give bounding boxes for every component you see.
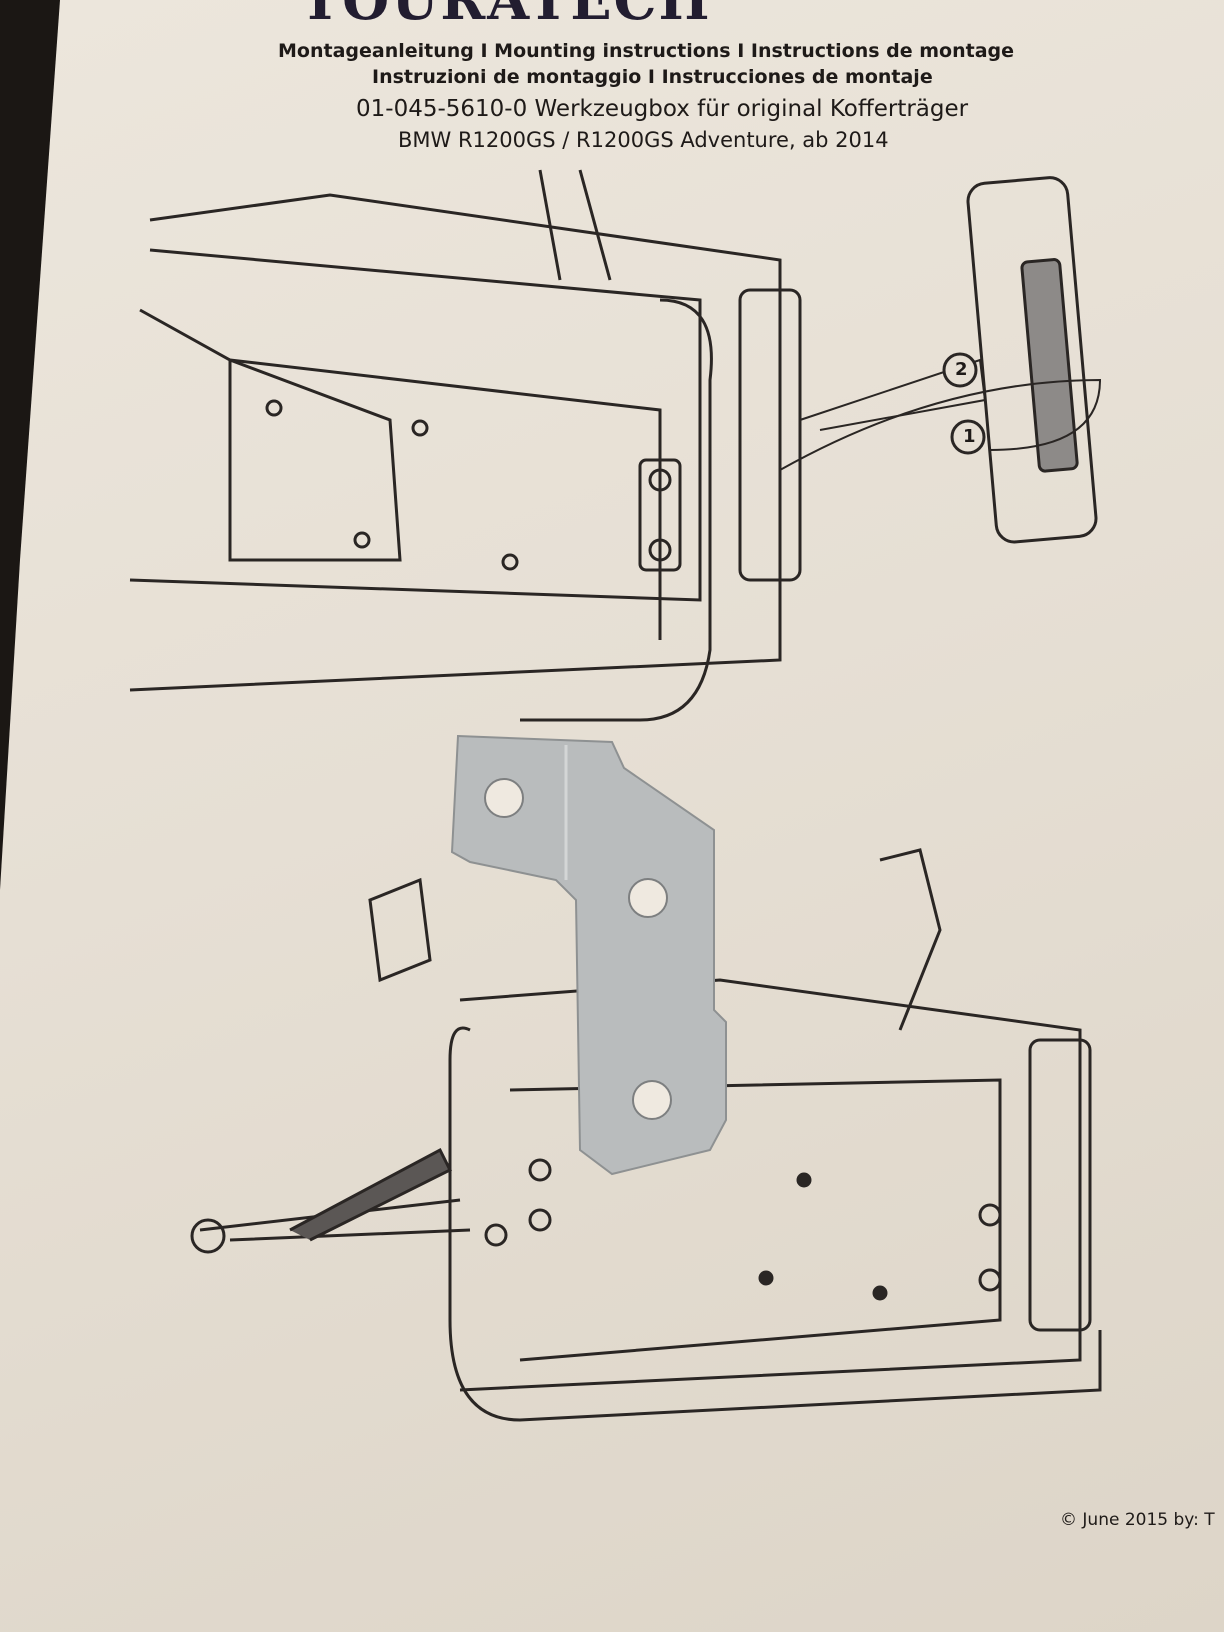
toolbox-lid [779, 176, 1102, 544]
callout-2-circle [942, 352, 978, 388]
product-line-1: 01-045-5610-0 Werkzeugbox für original K… [356, 96, 969, 122]
heading-line-1: Montageanleitung I Mounting instructions… [278, 40, 1015, 62]
product-line-2: BMW R1200GS / R1200GS Adventure, ab 2014 [398, 128, 889, 152]
top-diagram-rack [129, 169, 802, 722]
heading-line-2: Instruzioni de montaggio I Instrucciones… [372, 66, 933, 88]
bracket-hole [484, 778, 524, 818]
bracket-hole [632, 1080, 672, 1120]
copyright-footer: © June 2015 by: T [1060, 1510, 1215, 1530]
callout-1-label: 1 [963, 426, 976, 447]
touratech-logo: TOURATECH [300, 0, 712, 32]
bracket-hole [628, 878, 668, 918]
metal-bracket [450, 734, 727, 1176]
callout-1-circle [950, 419, 986, 455]
callout-2-label: 2 [955, 359, 968, 380]
